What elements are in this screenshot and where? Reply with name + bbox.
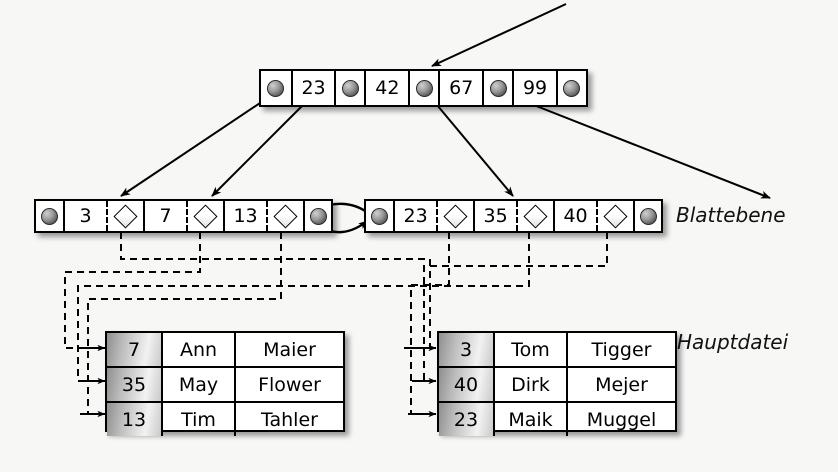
row-last: Mejer bbox=[595, 373, 648, 396]
row-key: 23 bbox=[439, 403, 495, 436]
leaf-node-left[interactable]: 3 7 13 bbox=[34, 199, 333, 233]
root-pointer-3[interactable] bbox=[482, 71, 513, 105]
arrow-root-ptr3-to-leaf-right bbox=[431, 98, 514, 197]
row-first: Dirk bbox=[495, 368, 568, 401]
diamond-icon bbox=[523, 203, 548, 229]
diamond-icon bbox=[273, 203, 298, 229]
row-last: Maier bbox=[263, 338, 316, 361]
pointer-icon bbox=[639, 207, 657, 225]
pointer-icon bbox=[267, 79, 285, 97]
root-index-node[interactable]: 23 42 67 99 bbox=[259, 69, 588, 107]
root-pointer-4[interactable] bbox=[556, 71, 586, 105]
pointer-icon bbox=[371, 207, 389, 225]
arrow-root-ptr4-to-offpage bbox=[515, 97, 771, 199]
leaf-left-prev-pointer[interactable] bbox=[36, 201, 64, 231]
leaf-right-next-pointer[interactable] bbox=[633, 201, 662, 231]
table-row[interactable]: 40 Dirk Mejer bbox=[439, 366, 675, 401]
pointer-icon bbox=[309, 207, 327, 225]
row-key: 7 bbox=[107, 333, 163, 366]
row-last: Tigger bbox=[591, 338, 652, 361]
arrow-root-ptr1-to-leaf bbox=[120, 98, 267, 197]
table-row[interactable]: 35 May Flower bbox=[107, 366, 343, 401]
leaf-left-next-pointer[interactable] bbox=[303, 201, 332, 231]
row-first: May bbox=[163, 368, 236, 401]
leaf-right-key-0: 23 bbox=[393, 201, 436, 231]
leaf-left-recptr-0[interactable] bbox=[105, 201, 144, 231]
row-first: Ann bbox=[163, 333, 236, 366]
table-row[interactable]: 13 Tim Tahler bbox=[107, 401, 343, 436]
leaf-right-recptr-2[interactable] bbox=[595, 201, 634, 231]
main-file-table-right[interactable]: 3 Tom Tigger 40 Dirk Mejer 23 Maik Mugge… bbox=[437, 331, 677, 436]
root-pointer-0[interactable] bbox=[261, 71, 291, 105]
row-key: 40 bbox=[439, 368, 495, 401]
row-first: Tim bbox=[163, 403, 236, 436]
leaf-right-recptr-1[interactable] bbox=[515, 201, 554, 231]
leaf-node-right[interactable]: 23 35 40 bbox=[364, 199, 663, 233]
pointer-icon bbox=[489, 79, 507, 97]
row-last: Tahler bbox=[261, 408, 318, 431]
diamond-icon bbox=[603, 203, 628, 229]
leaf-right-prev-pointer[interactable] bbox=[366, 201, 394, 231]
root-pointer-1[interactable] bbox=[334, 71, 365, 105]
root-key-2: 67 bbox=[438, 71, 483, 105]
row-first: Maik bbox=[495, 403, 568, 436]
table-row[interactable]: 3 Tom Tigger bbox=[439, 333, 675, 366]
table-row[interactable]: 23 Maik Muggel bbox=[439, 401, 675, 436]
leaf-left-key-0: 3 bbox=[63, 201, 106, 231]
root-pointer-2[interactable] bbox=[408, 71, 439, 105]
diamond-icon bbox=[113, 203, 138, 229]
diamond-icon bbox=[193, 203, 218, 229]
root-key-0: 23 bbox=[290, 71, 335, 105]
pointer-icon bbox=[341, 79, 359, 97]
arrow-root-ptr2-to-leaf-left bbox=[211, 97, 311, 197]
pointer-icon bbox=[415, 79, 433, 97]
main-file-table-left[interactable]: 7 Ann Maier 35 May Flower 13 Tim Tahler bbox=[105, 331, 345, 436]
arrow-into-root bbox=[431, 3, 567, 67]
pointer-icon bbox=[563, 79, 581, 97]
row-first: Tom bbox=[495, 333, 568, 366]
diamond-icon bbox=[443, 203, 468, 229]
leaf-right-key-2: 40 bbox=[553, 201, 596, 231]
leaf-left-recptr-2[interactable] bbox=[265, 201, 304, 231]
row-last: Muggel bbox=[586, 408, 657, 431]
pointer-icon bbox=[41, 207, 59, 225]
row-key: 3 bbox=[439, 333, 495, 366]
row-key: 13 bbox=[107, 403, 163, 436]
leaf-left-key-1: 7 bbox=[143, 201, 186, 231]
root-key-1: 42 bbox=[364, 71, 409, 105]
leaf-left-key-2: 13 bbox=[223, 201, 266, 231]
leaf-right-key-1: 35 bbox=[473, 201, 516, 231]
row-key: 35 bbox=[107, 368, 163, 401]
row-last: Flower bbox=[258, 373, 321, 396]
leaf-right-recptr-0[interactable] bbox=[435, 201, 474, 231]
table-row[interactable]: 7 Ann Maier bbox=[107, 333, 343, 366]
label-blattebene: Blattebene bbox=[676, 203, 786, 227]
root-key-3: 99 bbox=[512, 71, 557, 105]
label-hauptdatei: Hauptdatei bbox=[677, 330, 789, 354]
leaf-left-recptr-1[interactable] bbox=[185, 201, 224, 231]
